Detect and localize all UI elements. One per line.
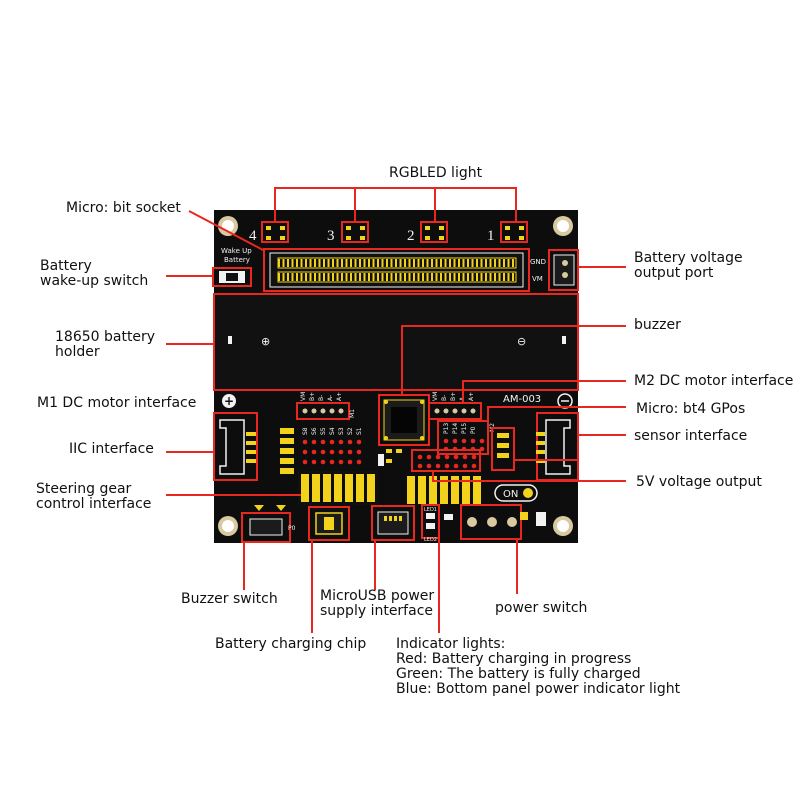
m1-pin-a-plus: A+	[336, 392, 343, 401]
label-indicator-title: Indicator lights:	[396, 636, 506, 652]
label-indicator: Indicator lights: Red: Battery charging …	[396, 637, 680, 697]
label-5v-output: 5V voltage output	[636, 474, 762, 490]
gpio-pin-p15: P15	[461, 423, 468, 434]
on-silk: ON	[503, 489, 518, 500]
label-battery-wakeup: Battery wake-up switch	[40, 259, 148, 289]
microusb-box	[371, 505, 415, 541]
label-rgb-led: RGBLED light	[389, 165, 483, 181]
label-battery-holder-line2: holder	[55, 344, 100, 360]
charging-chip-box	[308, 506, 350, 541]
label-indicator-blue: Blue: Bottom panel power indicator light	[396, 681, 681, 697]
m2-pin-a-plus: A+	[468, 392, 475, 401]
label-iic: IIC interface	[69, 441, 154, 457]
holder-minus: ⊖	[517, 335, 526, 348]
label-sensor: sensor interface	[634, 428, 748, 444]
annotation-lines	[166, 187, 626, 633]
label-indicator-green: Green: The battery is fully charged	[396, 666, 641, 682]
label-microbit-socket: Micro: bit socket	[66, 200, 181, 216]
m2-header-box	[428, 402, 482, 420]
m1-silk: M1	[349, 409, 356, 418]
servo-pin-s3: S3	[338, 427, 345, 435]
p0-silk: P0	[288, 525, 296, 532]
label-microusb-line2: supply interface	[320, 603, 434, 619]
label-microusb-line1: MicroUSB power	[320, 588, 435, 604]
holder-plus: ⊕	[261, 335, 270, 348]
servo-header-pads	[301, 474, 375, 502]
servo-pin-s5: S5	[320, 427, 327, 435]
servo-pin-s6: S6	[311, 427, 318, 435]
led-number-3: 3	[327, 228, 335, 244]
m1-header-box	[296, 402, 350, 420]
label-battery-voltage-port-line2: output port	[634, 265, 714, 281]
led-number-2: 2	[407, 228, 415, 244]
model-silk: AM-003	[503, 394, 541, 405]
svg-text:+: +	[224, 394, 234, 408]
servo-pads	[280, 428, 294, 474]
label-steering-gear: Steering gear control interface	[36, 482, 151, 512]
indicator-box	[421, 504, 440, 539]
buzzer-switch-box	[241, 512, 291, 543]
label-battery-voltage-port-line1: Battery voltage	[634, 250, 743, 266]
label-battery-voltage-port: Battery voltage output port	[634, 251, 743, 281]
power-switch-box	[460, 504, 522, 540]
gpio-pin-p13: P13	[443, 423, 450, 434]
m1-pin-b-minus: B-	[318, 395, 325, 401]
m1-pin-b-plus: B+	[309, 392, 316, 401]
v5-output-box	[411, 449, 481, 472]
m2-pin-vm: VM	[432, 392, 439, 401]
servo-pin-s1: S1	[356, 427, 363, 435]
m1-pin-a-minus: A-	[327, 395, 334, 401]
rgb-leds	[261, 221, 528, 243]
gpio-box	[437, 420, 489, 455]
sensor-small-box	[491, 427, 515, 471]
led2-silk: LED2	[424, 537, 437, 543]
label-battery-holder-line1: 18650 battery	[55, 329, 156, 345]
gnd-silk: GND	[530, 258, 546, 266]
microbit-socket	[263, 248, 530, 292]
label-steering-gear-line1: Steering gear	[36, 481, 132, 497]
label-battery-wakeup-line2: wake-up switch	[40, 273, 149, 289]
battery-port-box	[548, 249, 579, 291]
m1-pin-vm: VM	[300, 392, 307, 401]
vm-silk: VM	[532, 275, 543, 283]
label-microusb: MicroUSB power supply interface	[320, 589, 434, 619]
label-m2-motor: M2 DC motor interface	[634, 373, 794, 389]
on-badge	[494, 484, 538, 502]
led1-silk: LED1	[424, 507, 437, 513]
label-charging-chip: Battery charging chip	[215, 636, 367, 652]
mounting-holes	[218, 216, 573, 536]
label-buzzer-switch: Buzzer switch	[181, 591, 278, 607]
label-battery-wakeup-line1: Battery	[40, 258, 92, 274]
wakeup-silk-2: Battery	[224, 256, 250, 264]
label-m1-motor: M1 DC motor interface	[37, 395, 197, 411]
label-battery-holder: 18650 battery holder	[55, 330, 155, 360]
m2-pin-b-minus: B-	[441, 395, 448, 401]
gpio-pin-p14: P14	[452, 423, 459, 434]
servo-pin-s2: S2	[347, 427, 354, 435]
label-power-switch: power switch	[495, 600, 588, 616]
led-number-1: 1	[487, 228, 495, 244]
gpio-pin-p0: P0	[470, 426, 477, 434]
label-gpios: Micro: bt4 GPos	[636, 401, 746, 417]
battery-holder	[213, 293, 579, 391]
servo-pin-s4: S4	[329, 427, 336, 435]
wakeup-silk-1: Wake Up	[221, 247, 252, 255]
label-buzzer: buzzer	[634, 317, 681, 333]
label-indicator-red: Red: Battery charging in progress	[396, 651, 632, 667]
servo-pin-s8: S8	[302, 427, 309, 435]
iic-box	[213, 412, 258, 481]
m2-pin-b-plus: B+	[450, 392, 457, 401]
led-number-4: 4	[249, 228, 257, 244]
label-steering-gear-line2: control interface	[36, 496, 152, 512]
